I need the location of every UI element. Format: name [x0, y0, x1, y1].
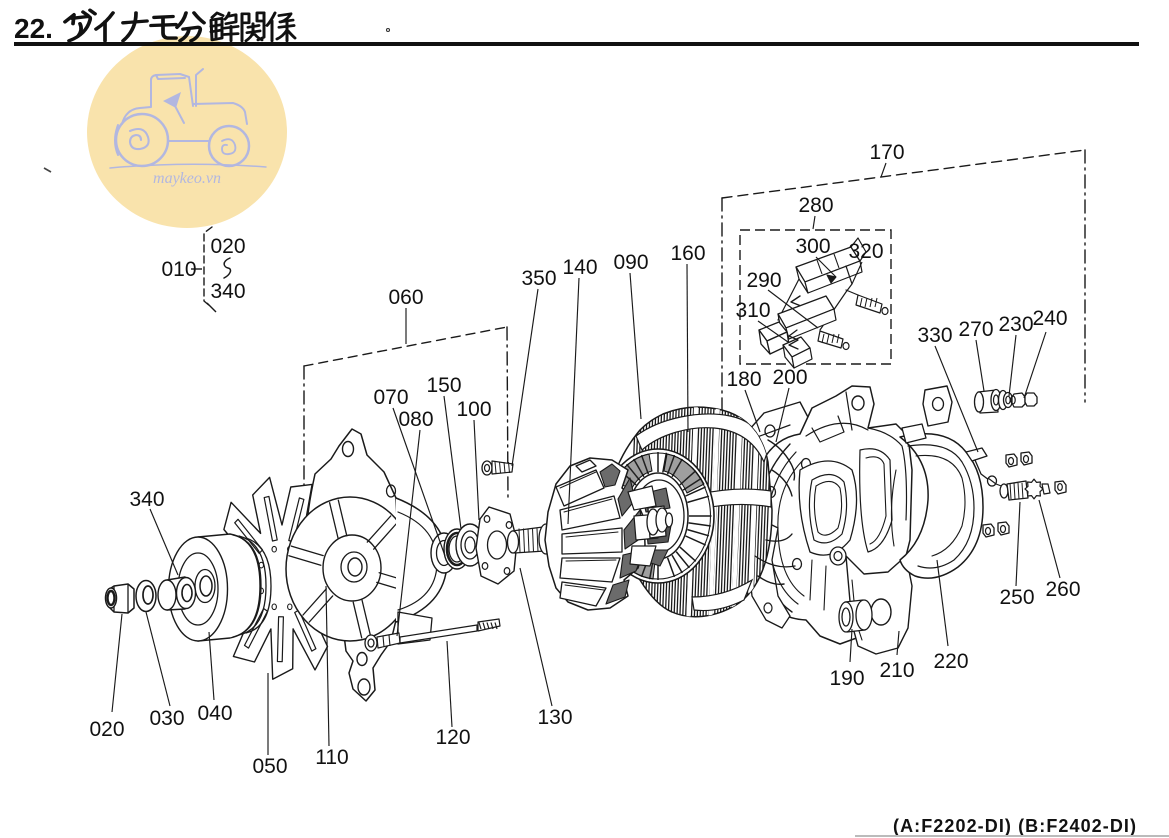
svg-text:060: 060 [388, 286, 423, 309]
svg-text:240: 240 [1032, 307, 1067, 330]
svg-text:160: 160 [670, 242, 705, 265]
svg-text:310: 310 [735, 299, 770, 322]
svg-text:320: 320 [848, 240, 883, 263]
svg-text:200: 200 [772, 366, 807, 389]
svg-text:010: 010 [161, 258, 196, 281]
svg-text:090: 090 [613, 251, 648, 274]
svg-text:050: 050 [252, 755, 287, 778]
svg-text:210: 210 [879, 659, 914, 682]
svg-text:340: 340 [129, 488, 164, 511]
svg-text:180: 180 [726, 368, 761, 391]
svg-text:(A:F2202-DI) (B:F2402-DI): (A:F2202-DI) (B:F2402-DI) [893, 816, 1136, 836]
svg-text:330: 330 [917, 324, 952, 347]
svg-text:230: 230 [998, 313, 1033, 336]
svg-text:130: 130 [537, 706, 572, 729]
svg-text:260: 260 [1045, 578, 1080, 601]
svg-text:020: 020 [210, 235, 245, 258]
svg-text:220: 220 [933, 650, 968, 673]
svg-text:290: 290 [746, 269, 781, 292]
svg-text:120: 120 [435, 726, 470, 749]
svg-text:080: 080 [398, 408, 433, 431]
svg-text:270: 270 [958, 318, 993, 341]
svg-text:190: 190 [829, 667, 864, 690]
svg-text:030: 030 [149, 707, 184, 730]
svg-text:110: 110 [315, 746, 348, 769]
svg-text:340: 340 [210, 280, 245, 303]
svg-text:170: 170 [869, 141, 904, 164]
svg-text:070: 070 [373, 386, 408, 409]
svg-text:100: 100 [456, 398, 491, 421]
svg-text:250: 250 [999, 586, 1034, 609]
svg-text:020: 020 [89, 718, 124, 741]
svg-text:22.: 22. [14, 13, 53, 44]
svg-text:350: 350 [521, 267, 556, 290]
svg-text:040: 040 [197, 702, 232, 725]
svg-text:140: 140 [562, 256, 597, 279]
svg-text:280: 280 [798, 194, 833, 217]
svg-text:maykeo.vn: maykeo.vn [153, 170, 221, 187]
svg-text:150: 150 [426, 374, 461, 397]
svg-text:300: 300 [795, 235, 830, 258]
